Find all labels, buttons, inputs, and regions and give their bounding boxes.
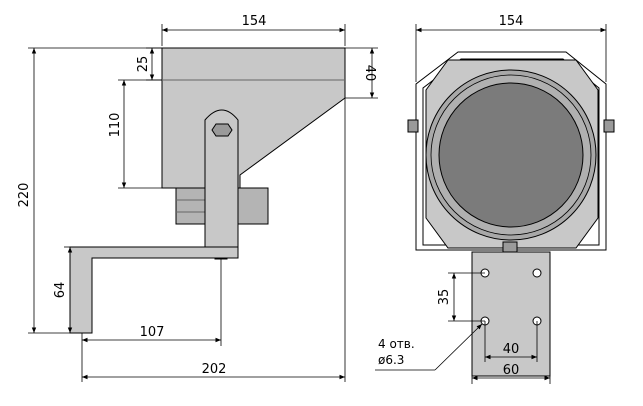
dim-front-40: 40 (503, 342, 520, 357)
holes-label: 4 отв. (378, 337, 415, 351)
dim-side-110: 110 (108, 113, 123, 138)
dim-side-width-top: 154 (242, 14, 267, 29)
front-left-bolt (407, 119, 419, 133)
dim-side-40: 40 (362, 65, 377, 82)
side-bracket (69, 246, 239, 334)
side-mount-arm (204, 109, 239, 251)
holes-diameter: ø6.3 (378, 353, 404, 367)
mount-hole (532, 268, 542, 278)
front-yoke (415, 51, 607, 251)
front-lens (438, 82, 584, 228)
front-view: 154 35 40 60 4 отв. ø6.3 (375, 14, 615, 384)
dim-side-64: 64 (53, 282, 68, 299)
side-view: 154 25 40 110 220 64 107 202 (17, 14, 378, 382)
dim-side-107: 107 (140, 325, 165, 340)
front-right-bolt (603, 119, 615, 133)
dim-front-60: 60 (503, 363, 520, 378)
side-pivot-bolt (211, 123, 233, 137)
dim-side-25: 25 (136, 56, 151, 73)
dim-front-width-top: 154 (499, 14, 524, 29)
dim-side-220: 220 (17, 183, 32, 208)
dim-side-202: 202 (202, 362, 227, 377)
side-housing (161, 47, 346, 189)
dim-front-35: 35 (437, 289, 452, 306)
